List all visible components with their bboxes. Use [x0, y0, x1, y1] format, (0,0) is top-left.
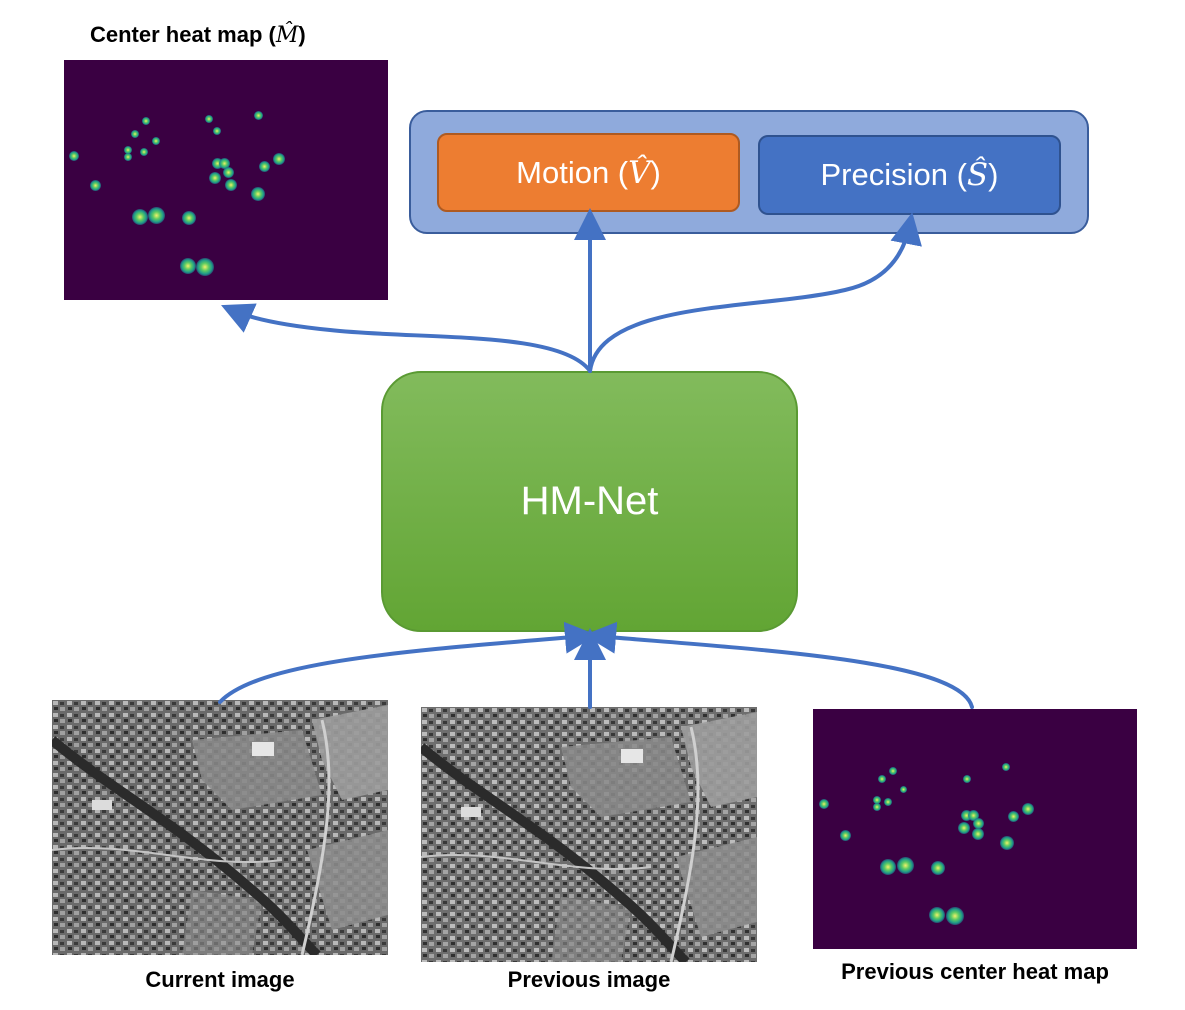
output-heatmap-label-close: )	[298, 22, 306, 47]
arrow-current-to-net	[218, 621, 597, 704]
heat-blob	[972, 828, 984, 840]
hm-net-box: HM-Net	[381, 371, 798, 632]
motion-output-box: Motion (V̂)	[437, 133, 740, 212]
previous-heatmap-label: Previous center heat map	[841, 959, 1109, 984]
heat-blob	[124, 146, 132, 154]
precision-label: Precision (	[820, 157, 967, 192]
heat-blob	[1002, 763, 1010, 771]
heat-blob	[213, 127, 221, 135]
heat-blob	[219, 158, 230, 169]
heat-blob	[131, 130, 139, 138]
arrow-net-to-precision	[588, 212, 922, 373]
output-heatmap-label-text: Center heat map (	[90, 22, 276, 47]
heat-blob	[840, 830, 851, 841]
heat-blob	[929, 907, 945, 923]
heat-blob	[880, 859, 896, 875]
heat-blob	[182, 211, 196, 225]
heat-blob	[209, 172, 221, 184]
heat-blob	[958, 822, 970, 834]
heat-blob	[142, 117, 150, 125]
heat-blob	[931, 861, 945, 875]
heat-blob	[1000, 836, 1014, 850]
heat-blob	[148, 207, 165, 224]
hm-net-label: HM-Net	[520, 479, 659, 523]
heat-blob	[223, 167, 234, 178]
output-heatmap-symbol: M̂	[275, 23, 299, 48]
motion-label-close: )	[650, 154, 661, 190]
previous-heatmap-image	[813, 709, 1137, 949]
heat-blob	[897, 857, 914, 874]
heat-blob	[152, 137, 160, 145]
heat-blob	[69, 151, 79, 161]
heat-blob	[946, 907, 964, 925]
heat-blob	[212, 158, 223, 169]
heat-blob	[254, 111, 263, 120]
heat-blob	[900, 786, 907, 793]
heat-blob	[878, 775, 886, 783]
precision-symbol: Ŝ	[966, 157, 989, 193]
heat-blob	[1008, 811, 1019, 822]
previous-image-texture	[421, 707, 757, 962]
current-image	[52, 700, 388, 955]
heat-blob	[196, 258, 214, 276]
precision-label-close: )	[988, 157, 999, 192]
heat-blob	[889, 767, 897, 775]
heat-blob	[873, 796, 881, 804]
previous-image	[421, 707, 757, 962]
motion-label: Motion (	[516, 154, 629, 190]
heat-blob	[90, 180, 101, 191]
current-image-texture	[52, 700, 388, 955]
heat-blob	[968, 810, 979, 821]
heat-blob	[225, 179, 237, 191]
heat-blob	[961, 810, 972, 821]
heat-blob	[132, 209, 148, 225]
heat-blob	[251, 187, 265, 201]
motion-symbol: V̂	[628, 154, 651, 191]
heat-blob	[259, 161, 270, 172]
previous-image-label: Previous image	[507, 967, 671, 992]
arrow-net-to-heatmap	[221, 303, 592, 373]
heat-blob	[180, 258, 196, 274]
precision-output-box: Precision (Ŝ)	[758, 135, 1061, 215]
current-image-label: Current image	[145, 967, 295, 992]
heat-blob	[205, 115, 213, 123]
heat-blob	[1022, 803, 1034, 815]
heat-blob	[140, 148, 148, 156]
output-heatmap-label: Center heat map (M̂)	[90, 22, 360, 48]
heat-blob	[273, 153, 285, 165]
output-heatmap-image	[64, 60, 388, 300]
heat-blob	[124, 153, 132, 161]
heat-blob	[873, 803, 881, 811]
heat-blob	[819, 799, 829, 809]
heat-blob	[963, 775, 971, 783]
heat-blob	[884, 798, 892, 806]
heat-blob	[973, 818, 984, 829]
arrow-heatmap-to-net	[584, 621, 974, 709]
